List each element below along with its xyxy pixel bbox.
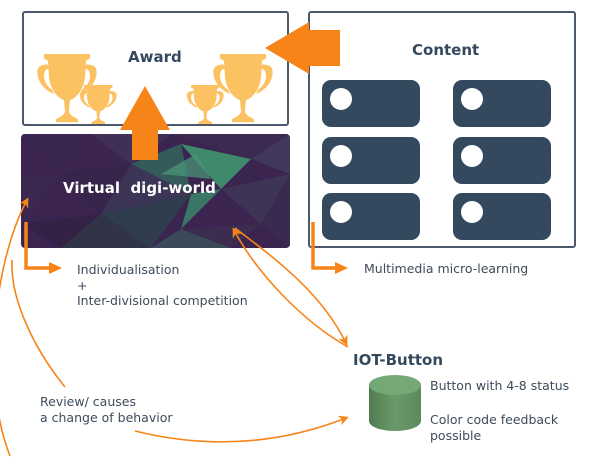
content-item[interactable] (453, 193, 551, 240)
review-loop-upper (11, 259, 66, 388)
content-title: Content (412, 41, 480, 59)
content-item[interactable] (453, 137, 551, 184)
virtual-world-box: Virtual digi-world (21, 134, 290, 248)
trophies-group (37, 54, 273, 124)
individualisation-caption: Individualisation + Inter-divisional com… (77, 262, 248, 308)
circle-icon (461, 88, 483, 110)
world-caption-arrow-icon (49, 262, 62, 274)
content-caption-arrow-icon (335, 262, 348, 274)
circle-icon (461, 201, 483, 223)
iot-button-icon[interactable] (369, 375, 421, 431)
circle-icon (461, 145, 483, 167)
content-item[interactable] (322, 80, 420, 127)
trophy-large-right-icon (213, 54, 273, 123)
circle-icon (330, 201, 352, 223)
iot-button-title: IOT-Button (353, 351, 444, 369)
button-status-text: Button with 4-8 status (430, 378, 570, 393)
content-item[interactable] (322, 137, 420, 184)
content-item[interactable] (322, 193, 420, 240)
award-title: Award (128, 48, 182, 66)
circle-icon (330, 88, 352, 110)
review-caption: Review/ causes a change of behavior (40, 394, 173, 425)
virtual-world-title: Virtual digi-world (63, 179, 216, 197)
multimedia-caption: Multimedia micro-learning (364, 261, 529, 276)
color-feedback-text: Color code feedback possible (430, 412, 559, 443)
content-item[interactable] (453, 80, 551, 127)
trophy-small-right-icon (186, 85, 224, 124)
award-box: Award (22, 11, 289, 126)
circle-icon (330, 145, 352, 167)
content-box: Content (308, 11, 576, 248)
